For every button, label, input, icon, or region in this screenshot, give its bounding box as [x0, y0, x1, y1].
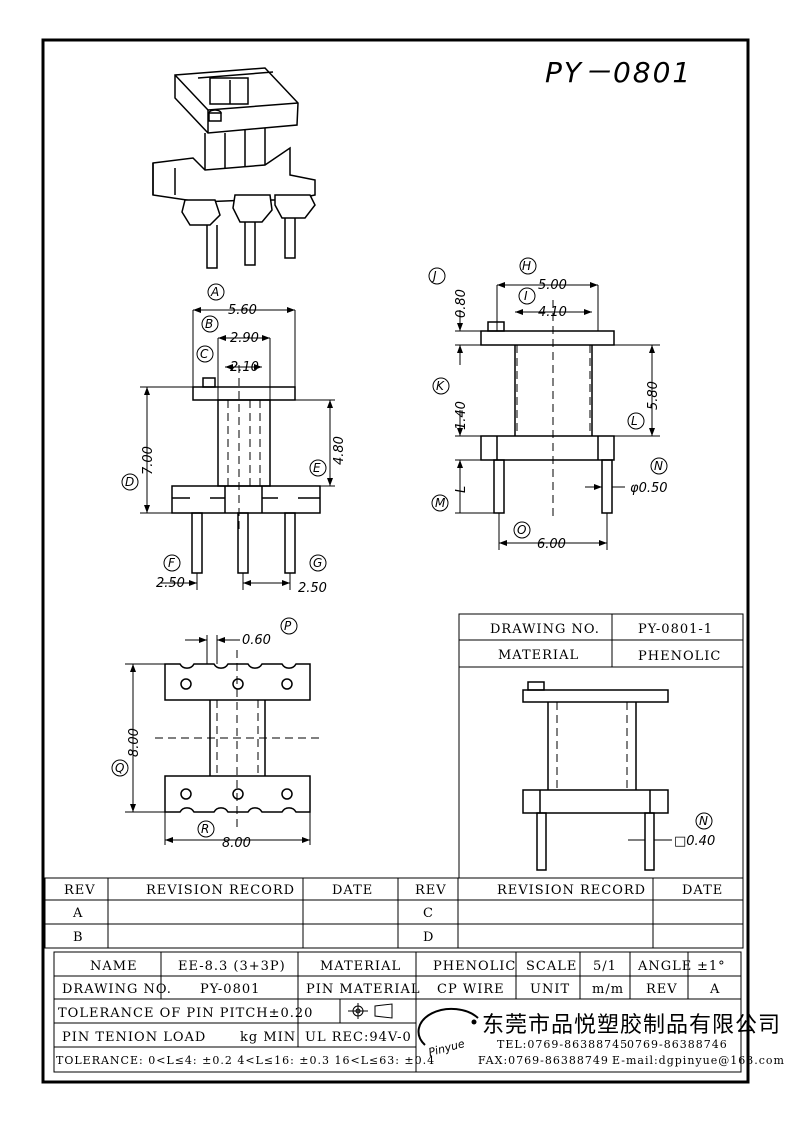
rev-row-c: C	[423, 906, 434, 921]
dim-N-value: φ0.50	[630, 481, 668, 496]
dim-O-value: 6.00	[537, 537, 566, 552]
dim-A-letter: A	[210, 285, 219, 299]
tb-scale-value: 5/1	[593, 959, 617, 974]
bottom-view	[155, 650, 320, 830]
rev-record-header-1: REVISION RECORD	[146, 883, 295, 898]
dim-I-letter: I	[524, 289, 528, 303]
rev-date-header-2: DATE	[682, 883, 723, 898]
tb-rev-label: REV	[646, 982, 678, 997]
dim-D-value: 7.00	[141, 446, 156, 475]
dim-N2-letter: N	[699, 814, 708, 828]
dim-N2-value: □0.40	[674, 834, 715, 849]
dim-F-letter: F	[168, 556, 176, 570]
dim-Q-value: 8.00	[127, 728, 142, 757]
dim-B-value: 2.90	[230, 331, 259, 346]
dim-E-value: 4.80	[332, 436, 347, 465]
dim-J-letter: J	[431, 269, 437, 283]
bottom-view-dims	[111, 617, 311, 845]
rev-record-header-2: REVISION RECORD	[497, 883, 646, 898]
logo-text: Pinyue	[427, 1037, 466, 1059]
dim-G-letter: G	[313, 556, 322, 570]
dim-G-value: 2.50	[298, 581, 327, 596]
dim-H-letter: H	[522, 259, 531, 273]
title-block	[53, 951, 742, 1073]
company-email: E-mail:dgpinyue@163.com	[612, 1054, 785, 1067]
tb-angle-value: ±1°	[697, 959, 726, 974]
tb-material-label: MATERIAL	[320, 959, 401, 974]
front-view-dims	[121, 283, 335, 590]
rev-row-b: B	[73, 930, 84, 945]
tb-pin-material-value: CP WIRE	[437, 982, 505, 997]
dim-F-value: 2.50	[156, 576, 185, 591]
dim-O-letter: O	[517, 523, 526, 537]
tb-rev-value: A	[709, 982, 720, 997]
dim-K-letter: K	[436, 379, 445, 393]
tb-drawing-no-label: DRAWING NO.	[62, 982, 172, 997]
dim-K-value: 1.40	[454, 401, 469, 430]
dim-J-value: 0.80	[454, 289, 469, 318]
drawing-title: PY－0801	[545, 56, 692, 89]
tb-drawing-no-value: PY-0801	[200, 982, 260, 997]
rev-row-d: D	[423, 930, 434, 945]
tb-tolerance-pitch: TOLERANCE OF PIN PITCH±0.20	[58, 1006, 313, 1021]
dim-P-value: 0.60	[242, 633, 271, 648]
info-drawing-no-label: DRAWING NO.	[490, 622, 600, 637]
dim-H-value: 5.00	[538, 278, 567, 293]
outer-frame	[41, 38, 750, 1084]
tb-scale-label: SCALE	[526, 959, 577, 974]
tb-unit-label: UNIT	[530, 982, 570, 997]
dim-B-letter: B	[205, 317, 213, 331]
tb-ul-rating: UL REC:94V-0	[305, 1030, 412, 1045]
dim-L-value: 5.80	[646, 381, 661, 410]
rev-header-1: REV	[64, 883, 96, 898]
dim-C-value: 2.10	[230, 360, 259, 375]
dim-E-letter: E	[313, 461, 321, 475]
tb-pin-material-label: PIN MATERIAL	[306, 982, 420, 997]
tb-pin-tension-unit: kg MIN	[240, 1030, 296, 1045]
dim-C-letter: C	[200, 347, 209, 361]
dim-R-letter: R	[201, 822, 209, 836]
side-view-dims	[428, 257, 668, 550]
company-logo: Pinyue	[417, 1007, 479, 1059]
dim-R-value: 8.00	[222, 836, 251, 851]
revision-table	[44, 877, 744, 949]
dim-A-value: 5.60	[228, 303, 257, 318]
company-fax: FAX:0769-86388749	[478, 1054, 609, 1067]
tb-unit-value: m/m	[592, 982, 624, 997]
rev-row-a: A	[72, 906, 83, 921]
rev-header-2: REV	[415, 883, 447, 898]
dim-N-letter: N	[654, 459, 663, 473]
dim-Q-letter: Q	[115, 761, 124, 775]
tb-name-value: EE-8.3 (3+3P)	[178, 959, 286, 974]
info-box-drawing	[522, 681, 713, 871]
tb-name-label: NAME	[90, 959, 138, 974]
rev-date-header-1: DATE	[332, 883, 373, 898]
company-tel: TEL:0769-86388745	[497, 1038, 628, 1051]
dim-I-value: 4.10	[538, 305, 567, 320]
dim-M-letter: M	[435, 496, 446, 510]
dim-L-letter: L	[631, 414, 638, 428]
company-name: 东莞市品悦塑胶制品有限公司	[482, 1013, 781, 1038]
info-material-value: PHENOLIC	[638, 649, 721, 664]
dim-M-value: L	[454, 486, 469, 493]
tb-pin-tension-label: PIN TENION LOAD	[62, 1030, 206, 1045]
dim-P-letter: P	[284, 619, 292, 633]
projection-symbol-icon	[348, 1003, 393, 1019]
dim-D-letter: D	[125, 475, 134, 489]
isometric-view	[152, 67, 316, 269]
company-tel2: 0769-86388746	[627, 1038, 728, 1051]
info-material-label: MATERIAL	[498, 648, 579, 663]
front-view	[171, 365, 321, 574]
tb-material-value: PHENOLIC	[433, 959, 516, 974]
tb-angle-label: ANGLE	[637, 959, 692, 974]
tb-tolerance-line: TOLERANCE: 0<L≤4: ±0.2 4<L≤16: ±0.3 16<L…	[56, 1054, 435, 1067]
info-drawing-no-value: PY-0801-1	[638, 622, 713, 637]
